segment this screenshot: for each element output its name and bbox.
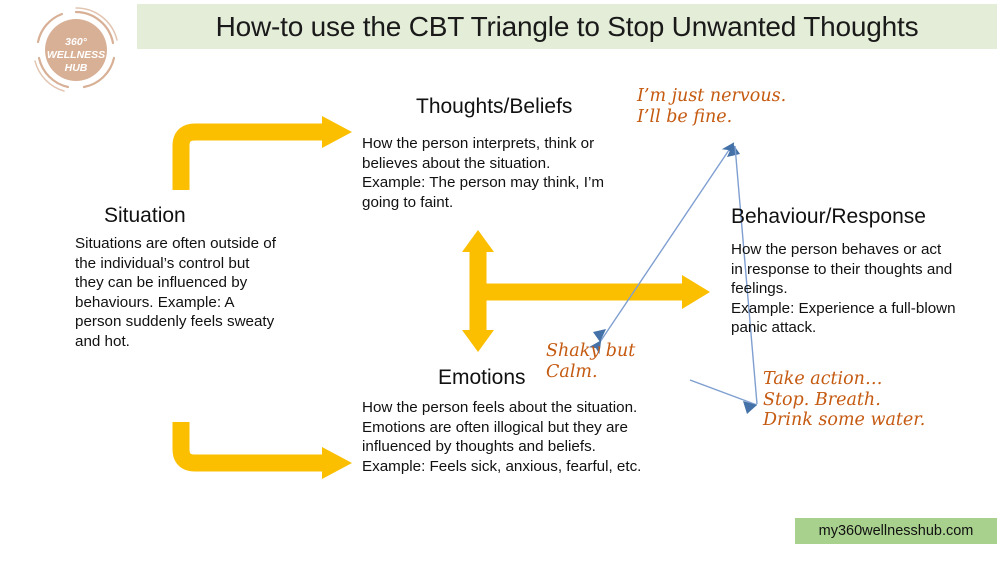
thoughts-emotions-double-arrow	[462, 230, 494, 352]
situation-heading: Situation	[104, 204, 186, 227]
footer-band	[795, 518, 997, 544]
thoughts-heading: Thoughts/Beliefs	[416, 95, 573, 118]
logo-line-1: 360°	[65, 36, 88, 48]
behaviour-description: How the person behaves or act in respons…	[731, 241, 956, 337]
logo-line-3: HUB	[65, 62, 88, 74]
website-url: my360wellnesshub.com	[818, 523, 974, 539]
page-title: How-to use the CBT Triangle to Stop Unwa…	[215, 10, 919, 42]
thoughts-annotation-note: I’m just nervous. I’ll be fine.	[637, 86, 787, 127]
emotions-description: How the person feels about the situation…	[362, 399, 642, 475]
behaviour-annotation-note: Take action… Stop. Breath. Drink some wa…	[763, 369, 926, 430]
situation-to-thoughts-arrow	[172, 116, 352, 190]
logo-line-2: WELLNESS	[47, 49, 105, 61]
emotions-heading: Emotions	[438, 366, 526, 389]
behaviour-heading: Behaviour/Response	[731, 205, 926, 228]
thoughts-description: How the person interprets, think or beli…	[362, 135, 604, 211]
situation-to-emotions-arrow	[172, 422, 352, 479]
behaviournote-inbound-connector	[689, 379, 758, 406]
brand-logo: 360° WELLNESS HUB	[24, 3, 128, 97]
emotions-to-behaviour-arrow	[478, 275, 710, 309]
emotions-annotation-note: Shaky but Calm.	[546, 341, 636, 382]
header-band	[137, 4, 997, 49]
situation-description: Situations are often outside of the indi…	[75, 235, 276, 350]
